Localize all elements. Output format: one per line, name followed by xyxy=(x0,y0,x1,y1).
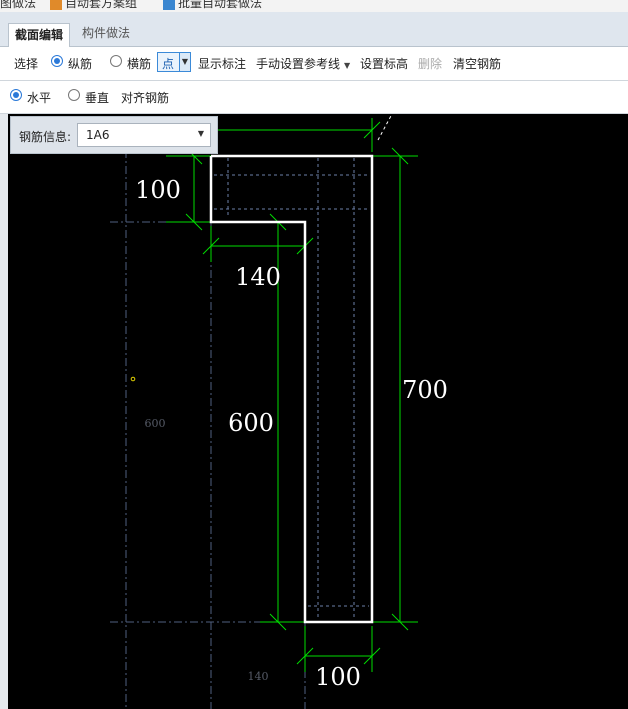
dim-tick-11 xyxy=(363,121,381,139)
set-elevation-button[interactable]: 设置标高 xyxy=(360,57,409,71)
menu-item-batch-auto-label: 批量自动套做法 xyxy=(178,0,263,10)
dim-label-total-height: 700 xyxy=(402,376,448,404)
section-drawing: 100 140 600 700 100 600 140 xyxy=(110,114,448,709)
insert-point-marker[interactable] xyxy=(130,376,136,382)
dim-label-inner-height: 600 xyxy=(228,409,274,437)
tab-component-method[interactable]: 构件做法 xyxy=(82,26,131,40)
top-menu-strip: 图做法 自动套方案组 批量自动套做法 xyxy=(0,0,628,12)
menu-item-auto-scheme[interactable]: 自动套方案组 xyxy=(50,0,137,11)
chevron-down-icon[interactable]: ▼ xyxy=(197,129,204,138)
dim-tick-3 xyxy=(202,237,220,255)
rebar-info-value: 1A6 xyxy=(86,128,110,142)
dim-tick-2 xyxy=(185,213,203,231)
dim-label-bottom-width: 100 xyxy=(315,663,361,691)
left-gutter xyxy=(0,114,8,709)
drawing-canvas[interactable]: 100 140 600 700 100 600 140 xyxy=(8,114,628,709)
rebar-info-panel: 钢筋信息: 1A6 ▼ xyxy=(10,116,218,154)
section-outline[interactable] xyxy=(209,154,374,624)
menu-item-method[interactable]: 图做法 xyxy=(0,0,37,10)
chevron-down-icon[interactable]: ▼ xyxy=(179,53,190,71)
dim-tick-9 xyxy=(296,647,314,665)
faint-label-height: 600 xyxy=(145,417,166,430)
align-rebar-button[interactable]: 对齐钢筋 xyxy=(121,91,170,105)
dim-label-ledge-width: 140 xyxy=(235,263,281,291)
faint-label-width: 140 xyxy=(248,670,269,683)
tab-bar: 截面编辑 构件做法 xyxy=(0,12,628,47)
scheme-icon xyxy=(50,0,62,10)
manual-ref-line-label: 手动设置参考线 xyxy=(256,57,341,71)
select-button[interactable]: 选择 xyxy=(14,57,39,71)
inner-section-lines xyxy=(214,158,369,618)
clear-rebar-button[interactable]: 清空钢筋 xyxy=(453,57,502,71)
tab-section-edit[interactable]: 截面编辑 xyxy=(8,23,71,47)
dim-tick-10 xyxy=(363,647,381,665)
align-toolbar: 水平 垂直 对齐钢筋 xyxy=(0,81,628,114)
reference-lines xyxy=(110,150,306,709)
menu-item-batch-auto[interactable]: 批量自动套做法 xyxy=(163,0,262,11)
transverse-radio[interactable] xyxy=(110,55,122,67)
manual-ref-line-button[interactable]: 手动设置参考线▼ xyxy=(256,55,350,72)
transverse-label[interactable]: 横筋 xyxy=(127,57,152,71)
batch-icon xyxy=(163,0,175,10)
rebar-info-select[interactable]: 1A6 ▼ xyxy=(77,123,211,147)
leader-line xyxy=(377,114,393,141)
show-annotation-button[interactable]: 显示标注 xyxy=(198,57,247,71)
longitudinal-label[interactable]: 纵筋 xyxy=(68,57,93,71)
delete-button[interactable]: 删除 xyxy=(418,57,443,71)
dim-tick-7 xyxy=(391,147,409,165)
longitudinal-radio[interactable] xyxy=(51,55,63,67)
menu-item-auto-scheme-label: 自动套方案组 xyxy=(65,0,138,10)
dim-tick-8 xyxy=(391,613,409,631)
horizontal-radio[interactable] xyxy=(10,89,22,101)
dimension-lines xyxy=(166,118,418,672)
draw-mode-select[interactable]: 点 ▼ xyxy=(157,52,191,72)
draw-mode-value: 点 xyxy=(162,57,175,71)
horizontal-label[interactable]: 水平 xyxy=(27,91,52,105)
rebar-info-label: 钢筋信息: xyxy=(19,130,72,144)
vertical-label[interactable]: 垂直 xyxy=(85,91,110,105)
dropdown-arrow-icon[interactable]: ▼ xyxy=(344,61,351,70)
edit-toolbar: 选择 纵筋 横筋 点 ▼ 显示标注 手动设置参考线▼ 设置标高 删除 清空钢筋 xyxy=(0,47,628,81)
dim-tick-5 xyxy=(269,613,287,631)
dim-label-top-width: 100 xyxy=(135,176,181,204)
vertical-radio[interactable] xyxy=(68,89,80,101)
